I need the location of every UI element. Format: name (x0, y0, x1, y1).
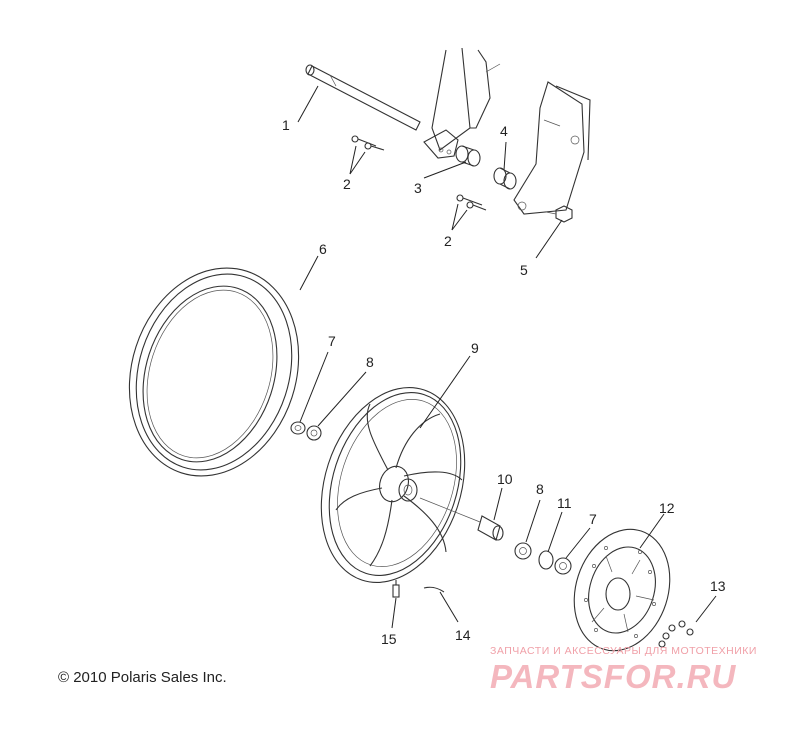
seal-right (554, 557, 572, 575)
front-wheel-rim (320, 387, 466, 583)
pinch-bolts-upper (351, 135, 385, 151)
callout-10: 10 (497, 471, 513, 487)
callout-3: 3 (414, 180, 422, 196)
callout-labels: 1 2 3 4 2 5 6 7 8 9 10 8 11 7 12 13 14 1… (282, 117, 726, 647)
fork-leg-left (423, 47, 501, 159)
fork-leg-right (513, 81, 591, 215)
axle-nut (545, 205, 573, 223)
axle-spacer-left (455, 145, 481, 167)
brake-disc (573, 528, 671, 652)
callout-8-right: 8 (536, 481, 544, 497)
callout-leaders (297, 85, 717, 629)
front-tire (128, 267, 300, 477)
bearing-left (306, 425, 322, 441)
wheel-weight (423, 586, 445, 593)
watermark-logo: PARTSFOR.RU (490, 658, 737, 695)
callout-4: 4 (500, 123, 508, 139)
watermark-tagline: ЗАПЧАСТИ И АКСЕССУАРЫ ДЛЯ МОТОТЕХНИКИ (490, 645, 757, 657)
callout-11: 11 (557, 495, 572, 511)
callout-2-upper: 2 (343, 176, 351, 192)
callout-8-left: 8 (366, 354, 374, 370)
hub-spacer (477, 515, 504, 541)
callout-1: 1 (282, 117, 290, 133)
disc-bolts (658, 620, 694, 648)
callout-5: 5 (520, 262, 528, 278)
callout-7-left: 7 (328, 333, 336, 349)
axle-spacer-right (493, 167, 517, 190)
callout-6: 6 (319, 241, 327, 257)
bearing-right (514, 542, 532, 560)
callout-12: 12 (659, 500, 675, 516)
seal-left (290, 421, 306, 435)
callout-15: 15 (381, 631, 397, 647)
pinch-bolts-lower (456, 194, 487, 211)
valve-stem (392, 580, 400, 598)
copyright-notice: © 2010 Polaris Sales Inc. (58, 669, 227, 686)
callout-7-right: 7 (589, 511, 597, 527)
callout-14: 14 (455, 627, 471, 643)
callout-9: 9 (471, 340, 479, 356)
snap-ring (538, 550, 554, 570)
callout-2-lower: 2 (444, 233, 452, 249)
front-axle (305, 64, 421, 131)
callout-13: 13 (710, 578, 726, 594)
